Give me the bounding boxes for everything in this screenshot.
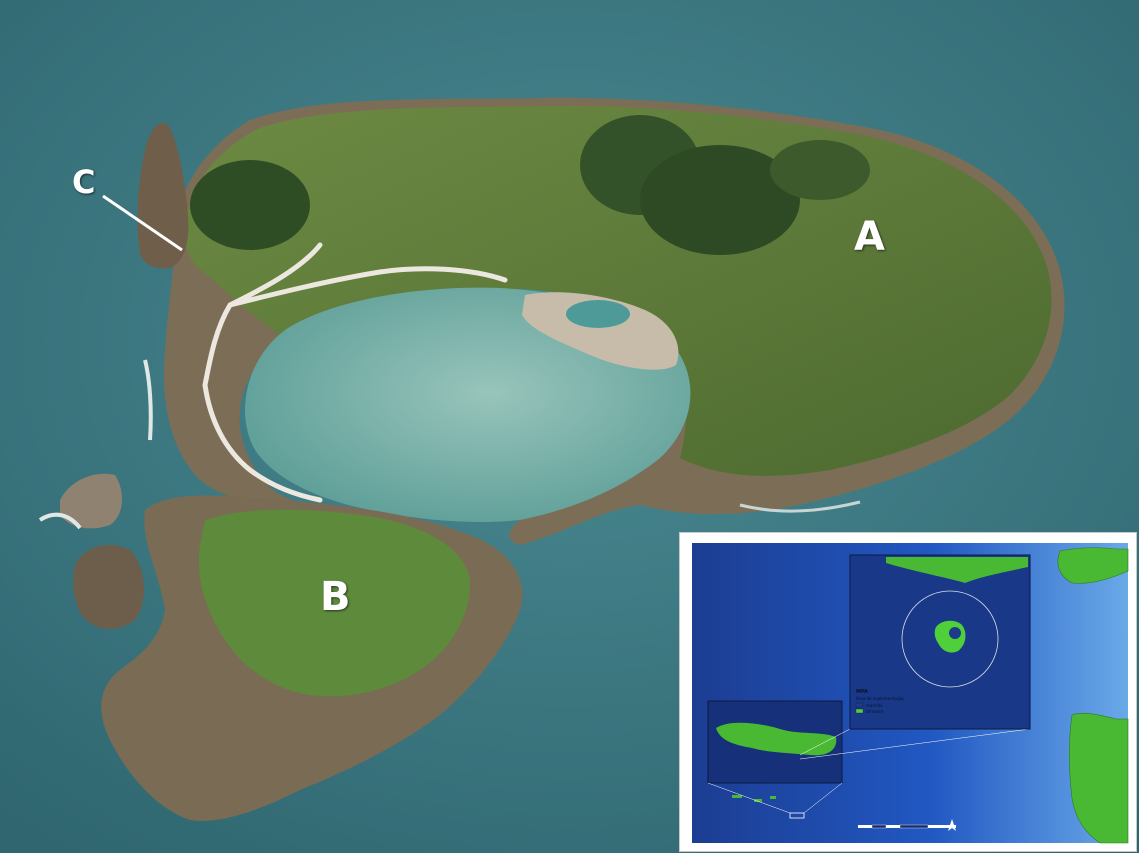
shrub-cluster [190,160,310,250]
legend-label-marinha: marinha [866,703,883,708]
islet-zoom-lagoon [949,627,961,639]
legend: MPA Area de implementação marinha terres… [855,689,904,714]
zoom-line [799,728,851,756]
island [754,799,762,802]
zoom-line [799,728,1031,760]
zoom-line [803,782,843,814]
islet-b-vegetation [198,509,471,697]
island [732,795,742,798]
legend-title: MPA [856,689,868,695]
surf-foam [739,500,861,513]
label-c-pointer [102,194,183,252]
legend-swatch-marinha [855,702,864,708]
shrub-cluster [640,145,800,255]
trail [202,242,508,503]
label-b: B [320,574,351,620]
legend-swatch-terrestre [855,708,864,714]
small-pool [566,300,630,328]
land-northeast [1057,547,1129,584]
inset-map: MPA Area de implementação marinha terres… [679,532,1137,852]
surf-foam [38,512,82,530]
scale-bar [858,824,956,829]
north-arrow-icon [948,819,956,831]
legend-subtitle: Area de implementação [856,696,904,701]
zoom-line [707,782,791,814]
land-iberia [1069,713,1129,844]
sea-stack-c [137,122,189,269]
shrub-cluster [770,140,870,200]
island [770,796,776,799]
zoom-source-box [789,812,805,819]
rock-outcrop [73,545,145,629]
legend-label-terrestre: terrestre [866,709,884,714]
island-zoom-land [716,722,837,756]
label-a: A [854,214,885,260]
rock-outcrop [60,473,122,529]
label-c: C [72,163,96,201]
mpa-boundary [901,590,999,688]
beach [522,292,679,370]
surf-foam [143,359,153,441]
islet-zoom-coast [886,557,1028,583]
inset-map-graphic: MPA Area de implementação marinha terres… [692,543,1129,844]
